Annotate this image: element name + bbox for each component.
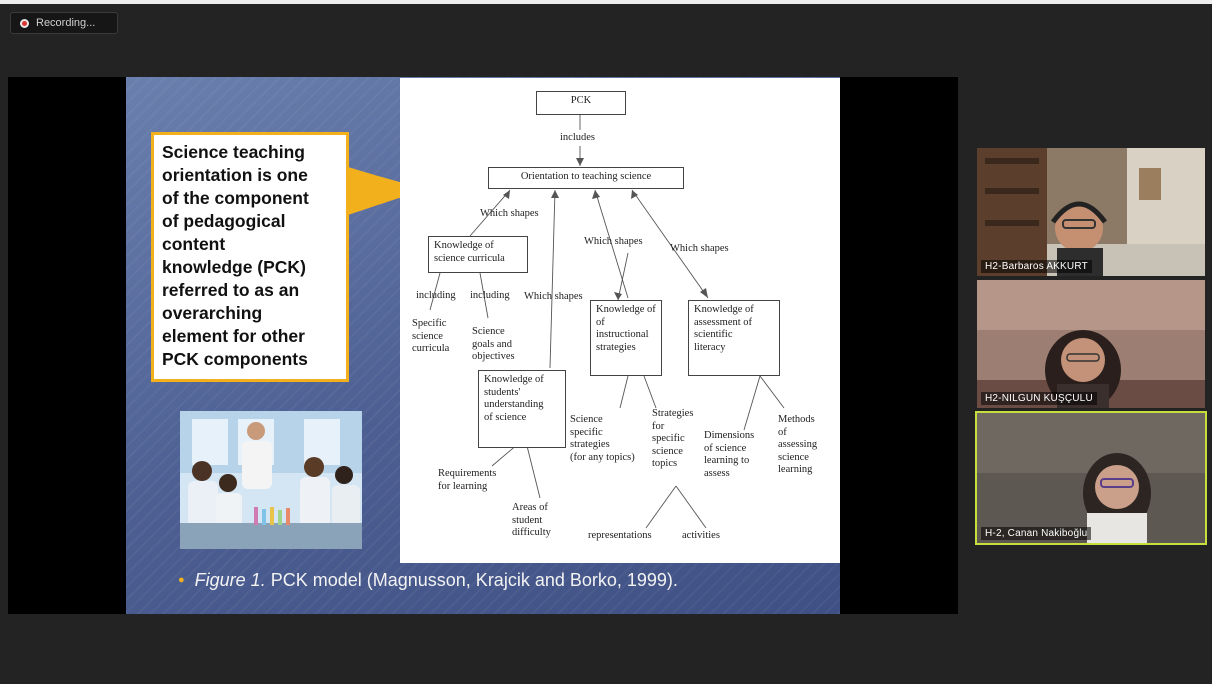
label-including-2: including [470, 290, 510, 301]
text-box-line: overarching [162, 303, 263, 323]
pck-diagram: PCK includes Orientation to teaching sci… [400, 78, 840, 563]
recording-indicator[interactable]: Recording... [10, 12, 118, 34]
node-activities: activities [682, 530, 720, 541]
label-including-1: including [416, 290, 456, 301]
text-box-line: of the component [162, 188, 309, 208]
text-box-line: content [162, 234, 226, 254]
record-icon [20, 18, 29, 28]
participant-tile[interactable]: H2-Barbaros AKKURT [977, 148, 1205, 276]
text-box-line: of pedagogical [162, 211, 286, 231]
video-feed [977, 280, 1205, 408]
lab-classroom-photo [180, 411, 362, 549]
bullet-icon: ● [178, 574, 185, 586]
label-which-shapes-2: Which shapes [524, 291, 583, 302]
orientation-text-box: Science teaching orientation is one of t… [151, 132, 349, 382]
window-top-edge [0, 0, 1212, 4]
video-feed [977, 148, 1205, 276]
node-representations: representations [588, 530, 652, 541]
recording-label: Recording... [36, 17, 96, 29]
video-feed [977, 413, 1205, 543]
label-which-shapes-1: Which shapes [480, 208, 539, 219]
participant-name: H2-Barbaros AKKURT [981, 260, 1092, 273]
participant-tile-active-speaker[interactable]: H-2, Canan Nakiboğlu [975, 411, 1207, 545]
text-box-line: PCK components [162, 349, 308, 369]
caption-figure-label: Figure 1. [194, 569, 266, 590]
text-box-line: orientation is one [162, 165, 308, 185]
text-box-line: referred to as an [162, 280, 300, 300]
participant-name: H-2, Canan Nakiboğlu [981, 527, 1092, 540]
text-box-line: Science teaching [162, 142, 305, 162]
participant-name: H2-NILGUN KUŞÇULU [981, 392, 1097, 405]
caption-text: PCK model (Magnusson, Krajcik and Borko,… [270, 569, 678, 590]
text-box-line: knowledge (PCK) [162, 257, 306, 277]
node-orientation: Orientation to teaching science [488, 167, 684, 189]
text-box-line: element for other [162, 326, 305, 346]
participant-tile[interactable]: H2-NILGUN KUŞÇULU [977, 280, 1205, 408]
label-which-shapes-3: Which shapes [584, 236, 643, 247]
slide-caption: ● Figure 1. PCK model (Magnusson, Krajci… [178, 567, 818, 593]
node-pck: PCK [536, 91, 626, 115]
diagram-connectors [429, 115, 785, 529]
label-which-shapes-4: Which shapes [670, 243, 729, 254]
label-includes: includes [560, 132, 595, 143]
